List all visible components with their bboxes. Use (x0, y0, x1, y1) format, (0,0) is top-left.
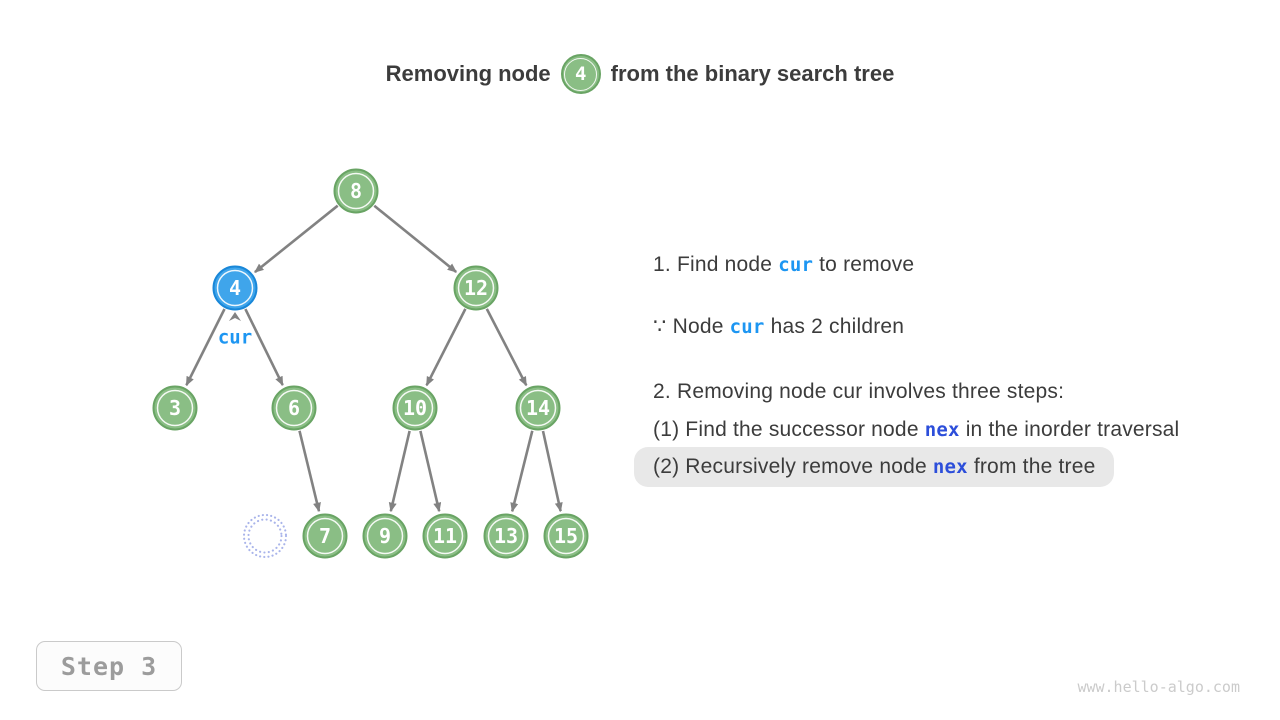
note-text: to remove (813, 253, 915, 276)
tree-node-9: 9 (362, 513, 408, 559)
title-prefix: Removing node (385, 61, 551, 86)
tree-node-value: 8 (350, 179, 362, 203)
watermark: www.hello-algo.com (1077, 678, 1240, 696)
tree-node-13: 13 (483, 513, 529, 559)
note-text: has 2 children (764, 315, 905, 338)
keyword-nex: nex (924, 419, 960, 441)
tree-node-value: 15 (554, 524, 578, 548)
pointer-caret-icon (229, 312, 241, 321)
note-text: from the tree (967, 455, 1096, 478)
tree-node-value: 6 (288, 396, 300, 420)
tree-node-value: 13 (494, 524, 518, 548)
note-line-highlighted: (2) Recursively remove node nex from the… (634, 447, 1115, 487)
note-text: 2. Removing node cur involves three step… (653, 380, 1065, 403)
tree-node-value: 7 (319, 524, 331, 548)
keyword-cur: cur (778, 254, 814, 276)
note-line: (1) Find the successor node nex in the i… (653, 417, 1179, 443)
tree-edge-6-7 (298, 430, 321, 513)
tree-node-14: 14 (515, 385, 561, 431)
note-text: (2) Recursively remove node (653, 455, 933, 478)
tree-edge-8-12 (373, 204, 458, 274)
tree-node-value: 4 (229, 276, 241, 300)
step-indicator-button[interactable]: Step 3 (36, 641, 182, 691)
tree-edge-4-3 (185, 308, 226, 387)
notes-panel: 1. Find node cur to remove ∵ Node cur has… (634, 252, 1179, 487)
keyword-cur: cur (729, 316, 765, 338)
tree-node-4: 4 (212, 265, 258, 311)
tree-node-value: 14 (526, 396, 550, 420)
note-line: 2. Removing node cur involves three step… (653, 379, 1179, 405)
note-line: ∵ Node cur has 2 children (653, 314, 1179, 340)
tree-edge-4-6 (244, 308, 284, 386)
tree-node-value: 9 (379, 524, 391, 548)
keyword-nex: nex (932, 456, 968, 478)
tree-node-10: 10 (392, 385, 438, 431)
tree-edge-14-13 (510, 430, 534, 513)
tree-node-value: 10 (403, 396, 427, 420)
tree-node-7: 7 (302, 513, 348, 559)
tree-edge-12-10 (425, 308, 467, 387)
tree-node-3: 3 (152, 385, 198, 431)
tree-node-8: 8 (333, 168, 379, 214)
note-line: 1. Find node cur to remove (653, 252, 1179, 278)
tree-node-value: 3 (169, 396, 181, 420)
tree-node-value: 12 (464, 276, 488, 300)
tree-edge-12-14 (485, 308, 528, 387)
note-text: in the inorder traversal (959, 418, 1180, 441)
tree-node-6: 6 (271, 385, 317, 431)
tree-node-11: 11 (422, 513, 468, 559)
tree-edge-10-9 (388, 430, 411, 513)
note-text: 1. Find node (653, 253, 779, 276)
step-indicator-label: Step 3 (60, 651, 158, 681)
tree-edge-10-11 (419, 430, 442, 513)
tree-edge-8-4 (254, 204, 339, 274)
cur-pointer: cur (218, 312, 252, 349)
removed-node-placeholder (242, 513, 288, 559)
title-node-circle: 4 (560, 54, 601, 94)
tree-node-12: 12 (453, 265, 499, 311)
tree-node-15: 15 (543, 513, 589, 559)
tree-node-value: 11 (433, 524, 457, 548)
note-text: (1) Find the successor node (653, 418, 925, 441)
pointer-label: cur (218, 327, 252, 349)
page-title: Removing node 4 from the binary search t… (0, 51, 1280, 97)
note-text: ∵ Node (653, 315, 730, 338)
title-suffix: from the binary search tree (610, 61, 895, 86)
tree-edge-14-15 (541, 430, 563, 513)
